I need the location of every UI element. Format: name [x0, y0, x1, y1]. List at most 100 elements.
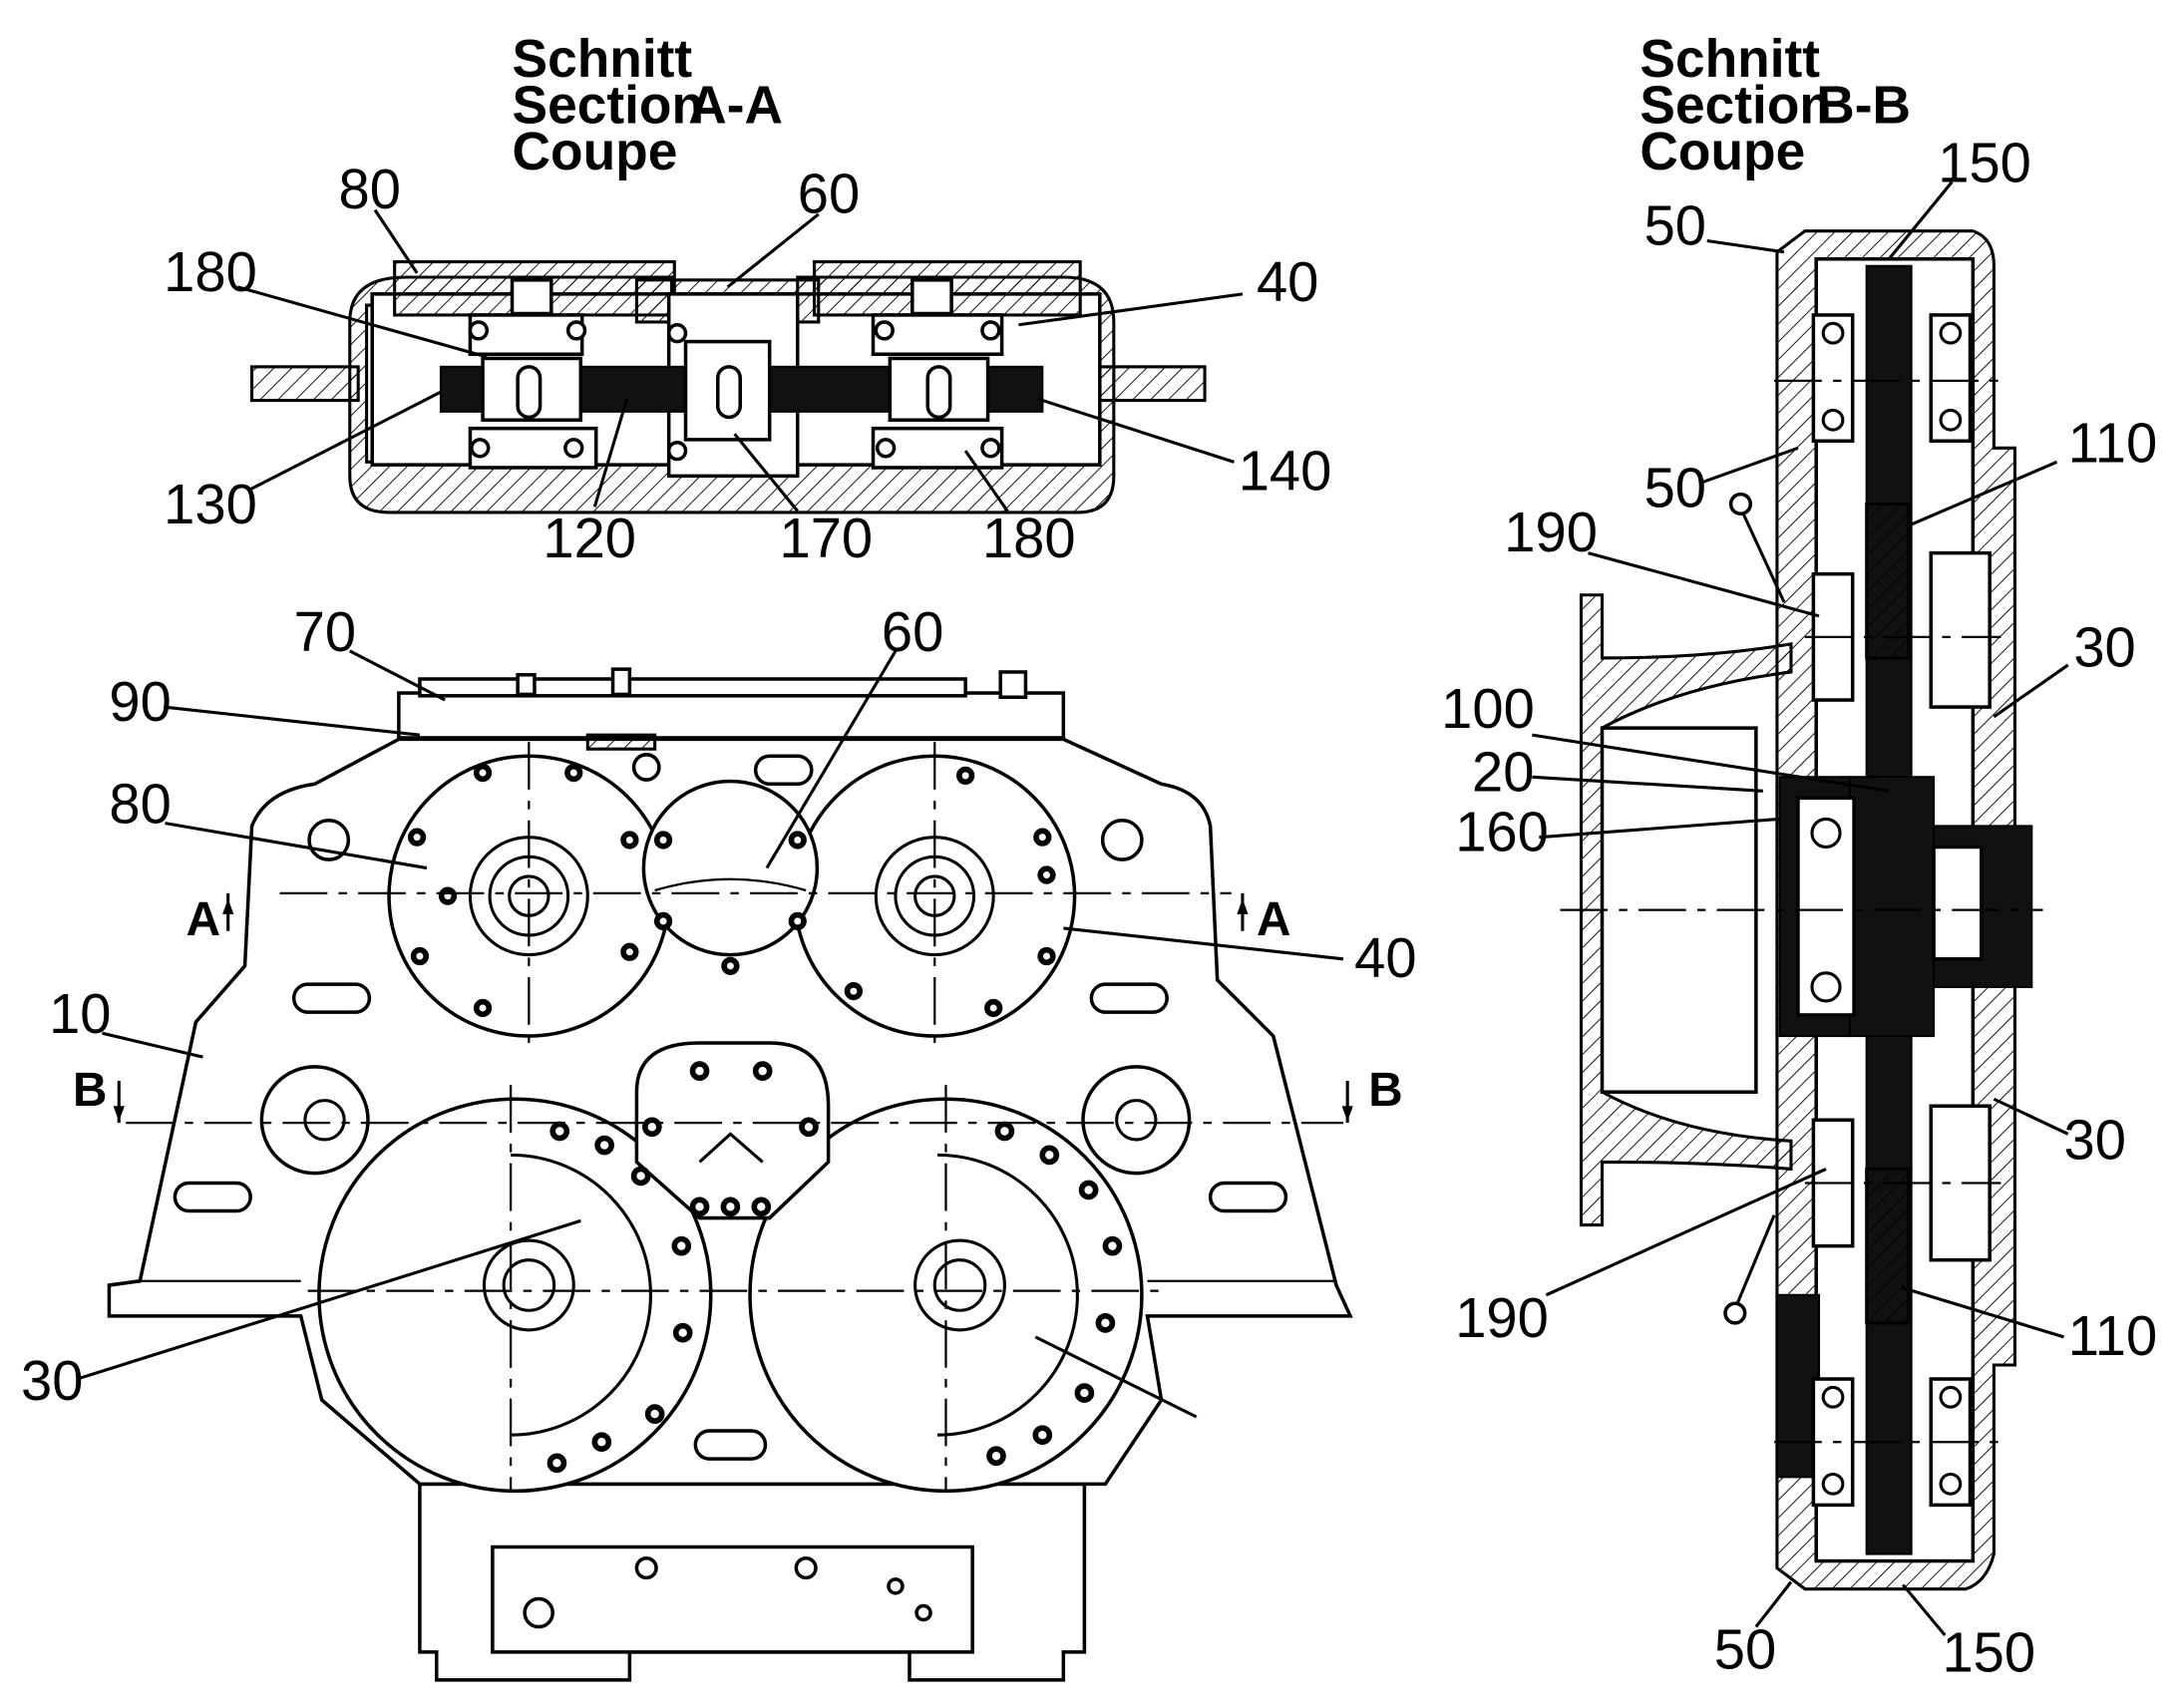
fv-base-hole — [887, 1577, 905, 1595]
section-aa-header-line3: Coupe — [513, 123, 678, 181]
fv-drain-plug — [523, 1596, 554, 1629]
leader — [1532, 733, 1890, 793]
callout-140: 140 — [1239, 439, 1332, 502]
leader — [1902, 1583, 1947, 1636]
fv-vent-plug — [631, 753, 661, 782]
fv-lifting-eye — [1100, 819, 1144, 861]
aa-ball — [468, 320, 490, 341]
fv-lower-bolts — [546, 1061, 1123, 1474]
callout-10: 10 — [49, 982, 111, 1045]
leader — [349, 649, 446, 702]
section-aa-header-line1: Schnitt — [513, 30, 693, 89]
fv-inner-cover — [511, 1153, 652, 1437]
leader — [1706, 238, 1785, 254]
section-bb-header-line3: Coupe — [1639, 123, 1805, 181]
fv-cover-bolt — [516, 673, 537, 697]
leader — [1993, 663, 2069, 719]
leader — [1037, 397, 1235, 464]
leader — [765, 650, 898, 869]
leader — [163, 705, 421, 737]
leader — [1539, 817, 1780, 840]
cut-arrow-head — [222, 898, 234, 914]
fv-slot — [1089, 982, 1169, 1014]
fv-shaft-ring — [482, 1238, 575, 1332]
section-bb-header-line2: Section — [1639, 77, 1832, 136]
leader — [1902, 1286, 2064, 1339]
callout-180: 180 — [164, 240, 257, 303]
callout-50: 50 — [1644, 456, 1706, 518]
cut-mark-b-right: B — [1368, 1064, 1402, 1117]
callout-60: 60 — [882, 600, 943, 663]
bb-dipstick — [1733, 1214, 1776, 1310]
fv-slot — [693, 1429, 768, 1461]
fv-cover-60 — [641, 779, 820, 957]
cut-arrow-head — [113, 1106, 125, 1122]
bb-dipstick-cap — [1728, 492, 1753, 516]
cut-mark-b-left: B — [73, 1064, 107, 1117]
leader — [1588, 551, 1820, 618]
leader — [1532, 775, 1763, 793]
bb-main-gear — [1848, 776, 1936, 1038]
callout-190: 190 — [1455, 1286, 1549, 1349]
fv-top-cover-rib — [418, 677, 967, 698]
callout-170: 170 — [780, 507, 874, 569]
callout-80: 80 — [339, 158, 401, 220]
leader — [1063, 926, 1344, 961]
fv-shaft-end — [932, 1258, 987, 1312]
aa-ball — [874, 320, 895, 341]
callout-150: 150 — [1942, 1620, 2035, 1683]
callout-90: 90 — [109, 670, 171, 733]
callout-160: 160 — [1455, 801, 1549, 863]
fv-shaft-eye-inner — [303, 1099, 346, 1142]
aa-ball — [666, 440, 688, 462]
leader — [1754, 1580, 1793, 1628]
callout-150: 150 — [1938, 132, 2031, 194]
aa-right-flange — [1096, 365, 1207, 403]
leader — [1993, 1097, 2069, 1136]
cut-arrow-head — [1237, 898, 1249, 914]
fv-shaft-eye-inner — [1115, 1099, 1158, 1142]
callout-30: 30 — [21, 1349, 83, 1412]
leader — [1887, 180, 1954, 260]
bb-bearings — [1796, 313, 1992, 1508]
callout-110: 110 — [2068, 411, 2157, 474]
fv-base-hole — [794, 1556, 818, 1580]
leader — [102, 1031, 203, 1059]
section-aa-header-line2: Section — [513, 77, 705, 136]
cut-mark-a-right: A — [1257, 893, 1290, 946]
fv-shaft-eye-right — [1081, 1065, 1192, 1176]
aa-insert-left — [510, 278, 553, 316]
bb-gear-110-top — [1865, 502, 1911, 660]
fv-shaft-end — [502, 1258, 556, 1312]
fv-cover-bolt — [610, 667, 632, 697]
fv-slot — [753, 754, 814, 787]
callout-40: 40 — [1257, 250, 1318, 313]
callout-180: 180 — [982, 507, 1076, 569]
section-bb-letter: B-B — [1816, 77, 1911, 136]
callout-20: 20 — [1472, 740, 1534, 803]
callout-40: 40 — [1354, 926, 1416, 989]
aa-ball — [875, 438, 897, 459]
section-aa-letter: A-A — [688, 77, 783, 136]
leader — [1034, 1335, 1198, 1419]
fv-base-hole — [634, 1556, 658, 1580]
cut-arrow-head — [1341, 1106, 1353, 1122]
aa-ball — [980, 438, 1001, 459]
leader — [963, 450, 1009, 512]
fv-cover-30-left — [317, 1097, 713, 1494]
aa-ball — [565, 320, 587, 341]
callout-30: 30 — [2073, 615, 2135, 678]
bb-gear-110-bot — [1865, 1167, 1911, 1325]
leader — [1909, 460, 2058, 526]
leader — [248, 390, 442, 492]
aa-key-center — [716, 365, 742, 420]
front-view: A A B B 70 60 90 80 40 10 30 — [21, 600, 1417, 1682]
fv-base-hole — [914, 1603, 932, 1622]
leader — [165, 822, 428, 870]
fv-direction-chevron — [698, 1132, 764, 1164]
callout-80: 80 — [109, 773, 171, 836]
aa-ball — [470, 438, 491, 459]
fv-center-lobe — [634, 1041, 831, 1220]
aa-key-right — [925, 365, 952, 420]
